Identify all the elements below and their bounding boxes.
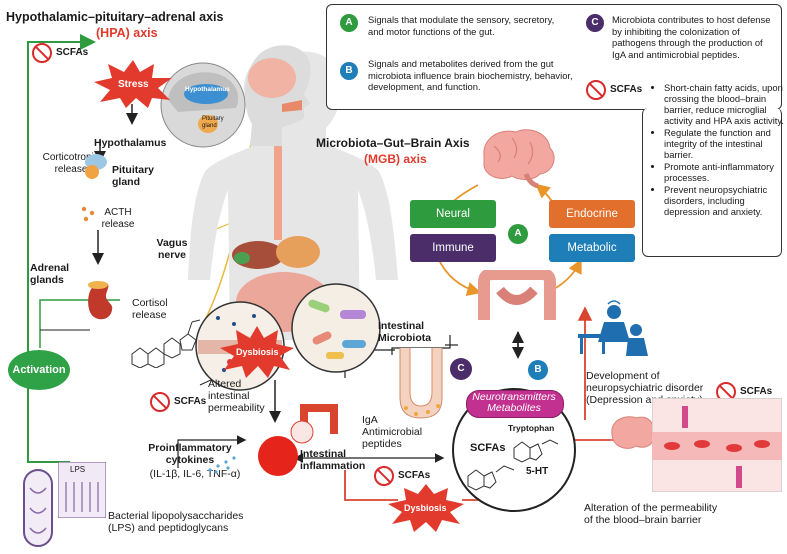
legend-bullet: Short-chain fatty acids, upon crossing t… bbox=[664, 82, 787, 126]
dysbiosis-label: Dysbiosis bbox=[236, 347, 279, 357]
dysbiosis-burst bbox=[220, 326, 294, 378]
esophagus-shape bbox=[274, 130, 282, 240]
villus-illustration bbox=[399, 348, 443, 419]
lps-membrane-icon bbox=[58, 462, 106, 518]
inflammation-cells-icon bbox=[258, 420, 314, 476]
neurotransmitters-pill bbox=[466, 390, 564, 418]
legend-c-badge: C bbox=[586, 14, 604, 32]
legend-c-text: Microbiota contributes to host defense b… bbox=[612, 14, 771, 60]
immune-box: Immune bbox=[410, 234, 496, 262]
brain-illustration bbox=[483, 129, 555, 188]
hpa-title: Hypothalamic–pituitary–adrenal axis bbox=[6, 10, 224, 24]
no-scfas-icon-hpa bbox=[32, 43, 52, 63]
acth-dots-icon bbox=[81, 206, 95, 222]
hypothalamus-label: Hypothalamus bbox=[94, 137, 167, 149]
scfas-label-hpa: SCFAs bbox=[56, 47, 89, 58]
stress-label: Stress bbox=[118, 79, 149, 90]
mgb-center-badge: A bbox=[508, 224, 528, 244]
legend-bullet: Prevent neuropsychiatric disorders, incl… bbox=[664, 184, 787, 217]
disorder-label: Development of neuropsychiatric disorder… bbox=[586, 370, 704, 406]
endocrine-box: Endocrine bbox=[549, 200, 635, 228]
intestinal-microbiota-label: Intestinal Microbiota bbox=[378, 320, 432, 344]
acth-label: ACTH release bbox=[101, 207, 135, 230]
metabolic-box: Metabolic bbox=[549, 234, 635, 262]
scfas-label-inflammation: SCFAs bbox=[398, 470, 431, 481]
legend-b-text: Signals and metabolites derived from the… bbox=[368, 58, 573, 92]
cytokines-list: (IL-1β, IL-6, TNF-α) bbox=[149, 468, 241, 480]
lps-tag: LPS bbox=[70, 465, 86, 474]
dysbiosis-burst-bottom bbox=[388, 484, 464, 532]
dysbiosis-bottom-label: Dysbiosis bbox=[404, 503, 447, 513]
brain-inset-illustration bbox=[160, 62, 246, 148]
legend-a-badge: A bbox=[340, 14, 358, 32]
pituitary-label: Pituitary gland bbox=[112, 164, 155, 188]
gallbladder-shape bbox=[234, 252, 250, 264]
bbb-label: Alteration of the permeability of the bl… bbox=[584, 502, 718, 526]
lps-label: Bacterial lipopolysaccharides (LPS) and … bbox=[108, 510, 244, 534]
scfas-circle-label: SCFAs bbox=[470, 442, 506, 454]
crh-label: Corticotropin release bbox=[42, 152, 100, 175]
mgb-b-badge: B bbox=[528, 360, 548, 380]
mgb-c-badge: C bbox=[450, 358, 472, 380]
bbb-brain-icon bbox=[611, 416, 654, 449]
pituitary-inset-label: Pituitary gland bbox=[202, 116, 224, 129]
stress-burst bbox=[94, 60, 172, 108]
legend-bullet: Regulate the function and integrity of t… bbox=[664, 127, 787, 160]
serotonin-label: 5-HT bbox=[526, 466, 549, 477]
hpa-subtitle: (HPA) axis bbox=[96, 26, 158, 40]
adrenal-label: Adrenal glands bbox=[30, 262, 70, 286]
legend-bullet: Promote anti-inflammatory processes. bbox=[664, 161, 787, 183]
activation-loop-line bbox=[27, 34, 96, 463]
mgb-subtitle: (MGB) axis bbox=[364, 152, 427, 166]
tryptophan-molecule bbox=[513, 439, 559, 463]
cytokines-title: Proinflammatory cytokines bbox=[148, 442, 232, 466]
legend-panel-extension bbox=[642, 108, 782, 257]
vagus-nerve-label: Vagus nerve bbox=[156, 237, 188, 261]
scfas-label-gut: SCFAs bbox=[174, 396, 207, 407]
legend-a-text: Signals that modulate the sensory, secre… bbox=[368, 14, 555, 37]
stomach-shape bbox=[276, 236, 320, 268]
cortisol-molecule bbox=[131, 319, 201, 368]
hypothalamus-inset-label: Hypothalamus bbox=[185, 86, 230, 93]
cortisol-label: Cortisol release bbox=[132, 297, 168, 321]
neural-box: Neural bbox=[410, 200, 496, 228]
bacterium-icon bbox=[23, 469, 53, 547]
no-scfas-icon-inflammation bbox=[374, 466, 394, 486]
legend-scfas-bullets: Short-chain fatty acids, upon crossing t… bbox=[652, 82, 787, 218]
serotonin-molecule bbox=[467, 465, 515, 491]
kidney-icon bbox=[88, 281, 113, 320]
mgb-title: Microbiota–Gut–Brain Axis bbox=[316, 136, 470, 150]
no-scfas-icon-gut bbox=[150, 392, 170, 412]
cytokine-dots-icon bbox=[208, 456, 236, 474]
depression-icon bbox=[578, 300, 648, 356]
intestinal-inflammation-label: Intestinal inflammation bbox=[300, 448, 366, 472]
head-profile bbox=[244, 45, 311, 146]
legend-panel bbox=[326, 4, 782, 110]
scfas-label-disorder: SCFAs bbox=[740, 386, 773, 397]
colon-illustration bbox=[478, 270, 556, 320]
bbb-vessel-inset bbox=[652, 398, 782, 492]
pituitary-icon bbox=[85, 154, 107, 179]
iga-label: IgA Antimicrobial peptides bbox=[362, 414, 423, 450]
activation-badge: Activation bbox=[8, 350, 70, 390]
altered-permeability-label: Altered intestinal permeability bbox=[208, 378, 265, 414]
tryptophan-label: Tryptophan bbox=[508, 423, 555, 433]
microbiota-circle bbox=[291, 283, 381, 373]
legend-scfas-label: SCFAs bbox=[610, 84, 643, 95]
legend-b-badge: B bbox=[340, 62, 358, 80]
no-scfas-icon-legend bbox=[586, 80, 606, 100]
neurotransmitters-label: Neurotransmitters Metabolites bbox=[472, 391, 556, 414]
